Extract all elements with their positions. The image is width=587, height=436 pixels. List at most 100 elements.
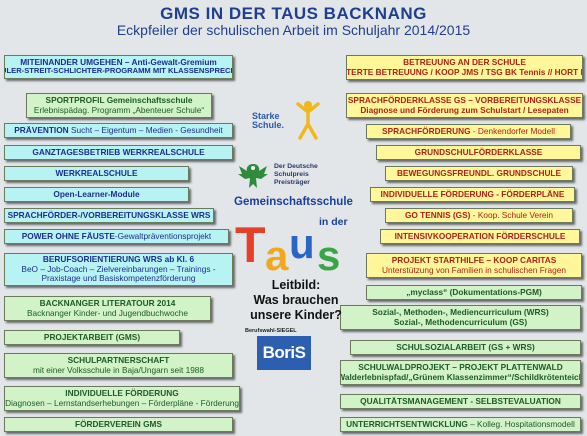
taus-letter-u: u [289,220,315,267]
box-line: Backnanger Kinder- und Jugendbuchwoche [27,307,188,318]
box-sprachfoerderung: SPRACHFÖRDERUNG - Denkendorfer Modell [366,124,571,139]
box-line: Erlebnispädag. Programm „Abenteuer Schul… [33,104,205,115]
box-literatour: BACKNANGER LITERATOUR 2014 Backnanger Ki… [4,296,211,321]
box-label: PRÄVENTION [14,124,69,135]
box-werkrealschule: WERKREALSCHULE [4,166,189,181]
taus-letter-s: s [317,232,340,274]
box-foerderverein: FÖRDERVEREIN GMS [4,417,233,432]
box-berufsorientierung: BERUFSORIENTIERUNG WRS ab Kl. 6 BeO – Jo… [4,253,233,286]
taus-logo: T a u s in der [233,212,355,279]
box-line: Diagnosen – Lernstandserhebungen – Förde… [5,397,239,408]
box-line: SCHULWALDPROJEKT – PROJEKT PLATTENWALD [358,361,563,372]
boris-logo: BoriS [257,336,311,370]
starke-schule-logo: Starke Schule. [252,100,324,150]
box-sprachfoerderklasse-gs: SPRACHFÖRDERKLASSE GS – VORBEREITUNGSKLA… [346,93,583,118]
box-sprachfoerder-wrs: SPRACHFÖRDER-/VORBEREITUNGSKLASSE WRS [4,208,214,223]
box-label: UNTERRICHTSENTWICKLUNG [346,418,468,429]
jumping-figure-icon [296,101,320,140]
box-praevention: PRÄVENTION Sucht – Eigentum – Medien - G… [4,123,233,138]
box-line: BERUFSORIENTIERUNG WRS ab Kl. 6 [42,254,195,265]
box-label: BEWEGUNGSFREUNDL. GRUNDSCHULE [396,167,562,178]
box-text: -Gewaltpräventionsprojekt [114,230,212,241]
box-schulwaldprojekt: SCHULWALDPROJEKT – PROJEKT PLATTENWALD W… [340,360,581,385]
in-der-label: in der [319,216,348,228]
box-ganztagesbetrieb: GANZTAGESBETRIEB WERKREALSCHULE [4,145,233,160]
box-qualitaetsmanagement: QUALITÄTSMANAGEMENT - SELBSTEVALUATION [340,394,581,409]
box-line: BETREUUNG AN DER SCHULE [403,56,526,67]
box-intensivkooperation: INTENSIVKOOPERATION FÖRDERSCHULE [380,229,580,244]
box-label: QUALITÄTSMANAGEMENT - SELBSTEVALUATION [360,395,561,406]
box-text: – Kolleg. Hospitationsmodell [470,418,575,429]
eagle-icon [238,164,268,188]
box-schulsozialarbeit: SCHULSOZIALARBEIT (GS + WRS) [350,340,581,355]
box-individuelle-foerderung-right: INDIVIDUELLE FÖRDERUNG - FÖRDERPLÄNE [370,187,575,202]
box-label: Open-Learner-Module [53,188,140,199]
box-go-tennis: GO TENNIS (GS) - Koop. Schule Verein [385,208,573,223]
starke-line: Schule. [252,120,285,131]
box-starthilfe: PROJEKT STARTHILFE – KOOP CARITAS Unters… [366,253,582,278]
box-label: FÖRDERVEREIN GMS [75,418,162,429]
box-label: PROJEKTARBEIT (GMS) [43,331,141,342]
box-sportprofil: SPORTPROFIL Gemeinschaftsschule Erlebnis… [26,93,212,118]
taus-wordmark: T a u s [235,217,340,279]
box-text: Sucht – Eigentum – Medien - Gesundheit [70,124,223,135]
box-grundschulfoerderklasse: GRUNDSCHULFÖRDERKLASSE [376,145,581,160]
box-schulpartnerschaft: SCHULPARTNERSCHAFT mit einer Volksschule… [4,353,233,378]
taus-letter-t: T [235,217,266,273]
box-unterrichtsentwicklung: UNTERRICHTSENTWICKLUNG – Kolleg. Hospita… [340,417,581,432]
box-text: - Koop. Schule Verein [472,209,554,220]
box-line: SCHULPARTNERSCHAFT [67,354,170,365]
box-label: SPRACHFÖRDERUNG [382,125,471,136]
schulpreis-line: Preisträger [274,178,310,186]
box-betreuung: BETREUUNG AN DER SCHULE ERWEITERTE BETRE… [346,55,583,80]
box-myclass: „myclass“ (Dokumentations-PGM) [366,285,582,300]
box-line: SPRACHFÖRDERKLASSE GS – VORBEREITUNGSKLA… [347,94,582,105]
schulpreis-text: Der Deutsche Schulpreis Preisträger [274,163,318,186]
leitbild-text: Leitbild: Was brauchen unsere Kinder? [236,278,356,323]
schulpreis-line: Schulpreis [274,170,309,178]
leitbild-line: Was brauchen [253,293,339,307]
box-line: ERWEITERTE BETREUUNG / KOOP JMS / TSG BK… [346,66,582,77]
box-line: INDIVIDUELLE FÖRDERUNG [65,387,179,398]
box-label: POWER OHNE FÄUSTE [21,230,115,241]
box-line: MITEINANDER UMGEHEN – Anti-Gewalt-Gremiu… [20,56,217,67]
box-text: - Denkendorfer Modell [472,125,555,136]
box-open-learner: Open-Learner-Module [4,187,189,202]
schulpreis-line: Der Deutsche [274,163,318,170]
starke-line: Starke [252,111,280,121]
box-power-ohne-faeuste: POWER OHNE FÄUSTE-Gewaltpräventionsproje… [4,229,229,244]
box-line: Walderlebnispfad/„Grünem Klassenzimmer“/… [340,371,581,382]
box-line: Praxistage und Basiskompetenzförderung [41,273,196,284]
taus-letter-a: a [265,232,289,274]
leitbild-line: Leitbild: [271,278,321,292]
box-line: Sozial-, Methoden-, Mediencurriculum (WR… [372,306,549,317]
box-curriculum: Sozial-, Methoden-, Mediencurriculum (WR… [340,305,581,330]
box-label: INTENSIVKOOPERATION FÖRDERSCHULE [394,230,566,241]
box-line: SPORTPROFIL Gemeinschaftsschule [45,94,193,105]
box-label: „myclass“ (Dokumentations-PGM) [406,286,542,297]
leitbild-line: unsere Kinder? [250,308,342,322]
box-line: BeO – Job-Coach – Zielvereinbarungen – T… [21,263,216,274]
box-bewegungsfreundl: BEWEGUNGSFREUNDL. GRUNDSCHULE [385,166,573,181]
box-label: GANZTAGESBETRIEB WERKREALSCHULE [32,146,205,157]
schulpreis-badge: Der Deutsche Schulpreis Preisträger [236,160,356,192]
gemeinschaftsschule-label: Gemeinschaftsschule [234,196,353,208]
box-projektarbeit: PROJEKTARBEIT (GMS) [4,330,180,345]
box-line: mit einer Volksschule in Baja/Ungarn sei… [32,364,205,375]
box-line: PROJEKT STARTHILFE – KOOP CARITAS [391,254,557,265]
box-individuelle-foerderung-left: INDIVIDUELLE FÖRDERUNG Diagnosen – Lerns… [4,386,240,411]
box-miteinander-umgehen: MITEINANDER UMGEHEN – Anti-Gewalt-Gremiu… [4,55,233,79]
box-label: WERKREALSCHULE [55,167,138,178]
box-line: Unterstützung von Familien in schulische… [381,264,566,275]
box-label: GRUNDSCHULFÖRDERKLASSE [414,146,543,157]
box-line: SCHÜLER-STREIT-SCHLICHTER-PROGRAMM MIT K… [5,66,232,76]
box-label: SPRACHFÖRDER-/VORBEREITUNGSKLASSE WRS [7,209,211,220]
box-line: Diagnose und Förderung zum Schulstart / … [360,104,569,115]
box-label: INDIVIDUELLE FÖRDERUNG - FÖRDERPLÄNE [380,188,565,199]
starke-schule-text: Starke Schule. [252,111,285,131]
box-label: SCHULSOZIALARBEIT (GS + WRS) [396,341,535,352]
page-subtitle: Eckpfeiler der schulischen Arbeit im Sch… [116,22,471,38]
berufswahl-siegel-label: Berufswahl-SIEGEL [245,328,297,334]
box-line: BACKNANGER LITERATOUR 2014 [39,297,176,308]
page-title: GMS IN DER TAUS BACKNANG [160,4,427,23]
